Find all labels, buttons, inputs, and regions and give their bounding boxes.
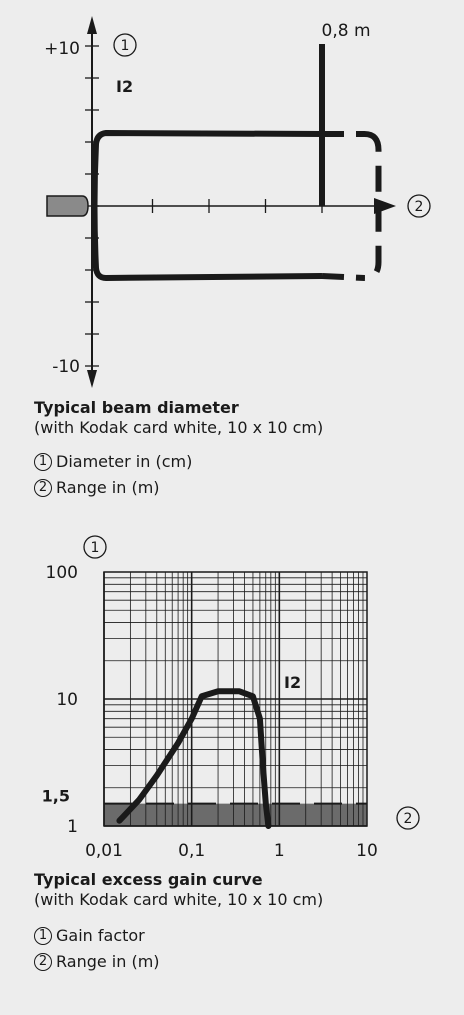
beam-chart-subtitle: (with Kodak card white, 10 x 10 cm) bbox=[34, 418, 324, 437]
gain-x-tick-labels: 0,01 0,1 1 10 bbox=[85, 841, 378, 861]
gain-x-tick-label: 0,1 bbox=[178, 841, 205, 861]
beam-y-tick-label-top: +10 bbox=[44, 39, 80, 59]
beam-x-axis-number-circle bbox=[407, 194, 431, 218]
range-marker-label: 0,8 m bbox=[322, 21, 371, 41]
gain-legend-item-2: 2 Range in (m) bbox=[34, 952, 160, 972]
gain-y-tick-label-1: 1 bbox=[67, 817, 78, 837]
legend-number: 1 bbox=[34, 453, 52, 471]
gain-x-tick-label: 10 bbox=[356, 841, 378, 861]
beam-x-axis-number: 2 bbox=[415, 199, 424, 215]
gain-y-tick-label-threshold: 1,5 bbox=[42, 787, 70, 806]
legend-number: 1 bbox=[34, 927, 52, 945]
gain-chart-title: Typical excess gain curve bbox=[34, 870, 263, 889]
legend-label: Range in (m) bbox=[56, 478, 160, 497]
legend-label: Range in (m) bbox=[56, 952, 160, 971]
legend-label: Diameter in (cm) bbox=[56, 452, 193, 471]
beam-chart-title: Typical beam diameter bbox=[34, 398, 239, 417]
gain-grid bbox=[103, 572, 367, 827]
gain-x-tick-label: 1 bbox=[274, 841, 285, 861]
gain-y-tick-label-100: 100 bbox=[46, 563, 78, 583]
beam-legend-item-2: 2 Range in (m) bbox=[34, 478, 160, 498]
legend-number: 2 bbox=[34, 953, 52, 971]
gain-threshold-band bbox=[104, 803, 367, 826]
gain-y-axis-number-circle bbox=[83, 535, 107, 559]
beam-series-label: I2 bbox=[116, 77, 133, 96]
beam-outline-solid bbox=[91, 130, 323, 281]
beam-outline-dashed-right bbox=[364, 131, 382, 281]
gain-x-tick-label: 0,01 bbox=[85, 841, 123, 861]
gain-x-axis-number: 2 bbox=[404, 811, 413, 827]
excess-gain-chart: 1 I2 100 10 1,5 1 0,01 0,1 1 10 2 bbox=[42, 535, 420, 861]
beam-outline-dashed-bottom bbox=[321, 273, 365, 281]
beam-y-axis-arrow-top bbox=[87, 16, 97, 34]
beam-y-tick-label-bottom: -10 bbox=[52, 357, 80, 377]
gain-curve-series-I2 bbox=[116, 688, 272, 829]
gain-x-axis-number-circle bbox=[396, 806, 420, 830]
legend-label: Gain factor bbox=[56, 926, 145, 945]
beam-y-axis-number-circle bbox=[113, 33, 137, 57]
beam-y-axis-number: 1 bbox=[121, 38, 130, 54]
gain-plot-frame bbox=[103, 571, 368, 827]
gain-y-tick-label-10: 10 bbox=[56, 690, 78, 710]
beam-legend-item-1: 1 Diameter in (cm) bbox=[34, 452, 192, 472]
sensor-emitter-icon bbox=[46, 195, 89, 217]
legend-number: 2 bbox=[34, 479, 52, 497]
gain-y-axis-number: 1 bbox=[91, 540, 100, 556]
gain-chart-subtitle: (with Kodak card white, 10 x 10 cm) bbox=[34, 890, 324, 909]
gain-legend-item-1: 1 Gain factor bbox=[34, 926, 145, 946]
beam-y-axis-arrow-bottom bbox=[87, 370, 97, 388]
gain-series-label: I2 bbox=[284, 673, 301, 692]
beam-diameter-chart: 0,8 m +10 -10 1 2 I2 bbox=[44, 16, 431, 388]
